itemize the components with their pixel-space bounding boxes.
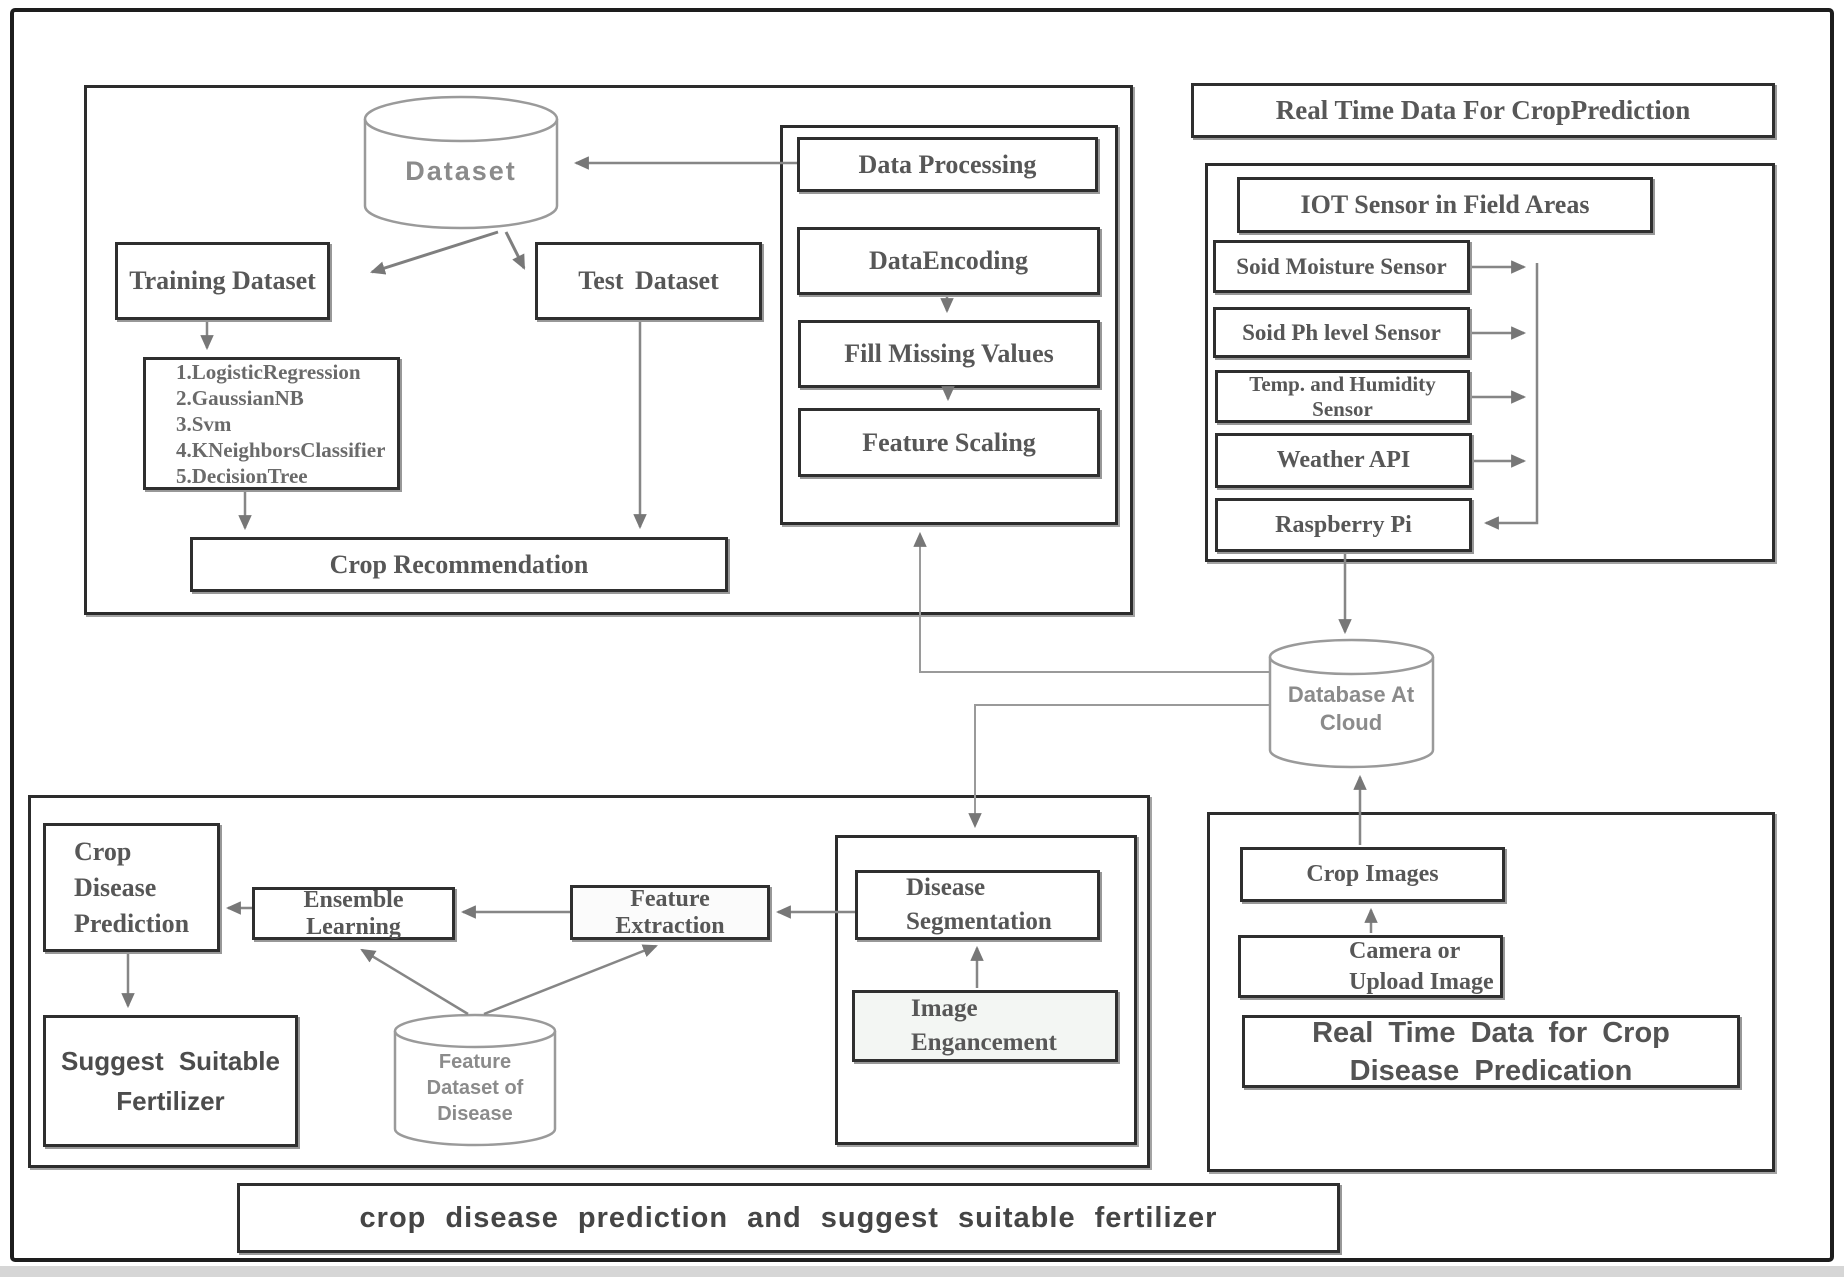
classifier-item: 5.DecisionTree	[176, 463, 308, 488]
disease-segmentation-line1: Disease	[906, 874, 986, 901]
data-encoding-box: DataEncoding	[797, 227, 1100, 295]
classifier-item: 3.Svm	[176, 411, 232, 436]
image-enhancement-box: Image Engancement	[852, 990, 1118, 1062]
crop-disease-prediction-line1: Crop Disease	[74, 836, 157, 902]
crop-images-box: Crop Images	[1240, 847, 1505, 902]
fill-missing-values-label: Fill Missing Values	[844, 339, 1054, 368]
crop-disease-prediction-label: Crop Disease Prediction	[74, 834, 217, 942]
image-enhancement-label: Image Engancement	[911, 992, 1057, 1060]
disease-segmentation-label: Disease Segmentation	[906, 871, 1052, 939]
weather-api-box: Weather API	[1215, 433, 1472, 488]
weather-api-label: Weather API	[1276, 447, 1411, 473]
classifier-item: 4.KNeighborsClassifier	[176, 437, 386, 462]
test-dataset-label: Test Dataset	[578, 266, 719, 295]
crop-images-label: Crop Images	[1306, 861, 1439, 887]
realtime-disease-title-line1: Real Time Data for Crop	[1312, 1016, 1670, 1049]
soil-ph-sensor-box: Soid Ph level Sensor	[1213, 307, 1470, 358]
suggest-fertilizer-label: Suggest Suitable Fertilizer	[61, 1041, 280, 1121]
soil-moisture-sensor-label: Soid Moisture Sensor	[1236, 253, 1447, 279]
feature-scaling-box: Feature Scaling	[798, 408, 1100, 477]
fill-missing-values-box: Fill Missing Values	[798, 320, 1100, 388]
camera-upload-line1: Camera or	[1349, 937, 1461, 964]
image-enhancement-line1: Image	[911, 995, 978, 1022]
training-dataset-box: Training Dataset	[115, 242, 330, 320]
soil-ph-sensor-label: Soid Ph level Sensor	[1242, 319, 1441, 345]
camera-upload-line2: Upload Image	[1349, 968, 1494, 995]
crop-recommendation-label: Crop Recommendation	[329, 549, 589, 579]
realtime-disease-title-line2: Disease Predication	[1349, 1054, 1633, 1087]
disease-segmentation-box: Disease Segmentation	[855, 870, 1100, 940]
raspberry-pi-box: Raspberry Pi	[1215, 498, 1472, 552]
raspberry-pi-label: Raspberry Pi	[1275, 511, 1412, 538]
data-processing-box: Data Processing	[797, 137, 1098, 192]
crop-disease-prediction-line2: Prediction	[74, 908, 190, 938]
data-encoding-label: DataEncoding	[869, 246, 1028, 275]
image-enhancement-line2: Engancement	[911, 1029, 1057, 1056]
iot-sensor-header-box: IOT Sensor in Field Areas	[1237, 177, 1653, 233]
realtime-crop-title: Real Time Data For CropPrediction	[1275, 95, 1691, 125]
test-dataset-box: Test Dataset	[535, 242, 762, 320]
temp-humidity-sensor-label: Temp. and Humidity Sensor	[1249, 371, 1436, 421]
feature-extraction-box: Feature Extraction	[570, 885, 770, 940]
ensemble-learning-box: Ensemble Learning	[252, 887, 455, 940]
soil-moisture-sensor-box: Soid Moisture Sensor	[1213, 240, 1470, 293]
ensemble-learning-label: Ensemble Learning	[303, 886, 404, 940]
figure-caption-box: crop disease prediction and suggest suit…	[237, 1183, 1340, 1253]
realtime-crop-title-box: Real Time Data For CropPrediction	[1191, 83, 1775, 138]
data-processing-label: Data Processing	[858, 149, 1037, 179]
feature-extraction-label: Feature Extraction	[615, 885, 725, 939]
temp-humidity-sensor-box: Temp. and Humidity Sensor	[1215, 370, 1470, 423]
classifier-list: 1.LogisticRegression 2.GaussianNB 3.Svm …	[176, 359, 385, 489]
classifier-item: 1.LogisticRegression	[176, 359, 361, 384]
suggest-fertilizer-box: Suggest Suitable Fertilizer	[43, 1015, 298, 1147]
feature-scaling-label: Feature Scaling	[862, 427, 1036, 457]
realtime-disease-title-box: Real Time Data for Crop Disease Predicat…	[1242, 1015, 1740, 1088]
screenshot-bottom-edge	[0, 1266, 1844, 1277]
iot-sensor-header: IOT Sensor in Field Areas	[1300, 190, 1590, 219]
crop-recommendation-box: Crop Recommendation	[190, 537, 728, 592]
camera-upload-label: Camera or Upload Image	[1349, 936, 1494, 998]
disease-segmentation-line2: Segmentation	[906, 908, 1052, 935]
figure-caption: crop disease prediction and suggest suit…	[359, 1201, 1218, 1234]
camera-upload-box: Camera or Upload Image	[1238, 935, 1503, 998]
training-dataset-label: Training Dataset	[129, 266, 316, 295]
suggest-fertilizer-line1: Suggest Suitable	[61, 1046, 280, 1076]
classifier-item: 2.GaussianNB	[176, 385, 304, 410]
suggest-fertilizer-line2: Fertilizer	[116, 1086, 225, 1116]
realtime-disease-title: Real Time Data for Crop Disease Predicat…	[1312, 1014, 1670, 1090]
crop-disease-prediction-box: Crop Disease Prediction	[43, 823, 220, 952]
classifier-list-box: 1.LogisticRegression 2.GaussianNB 3.Svm …	[143, 357, 400, 490]
